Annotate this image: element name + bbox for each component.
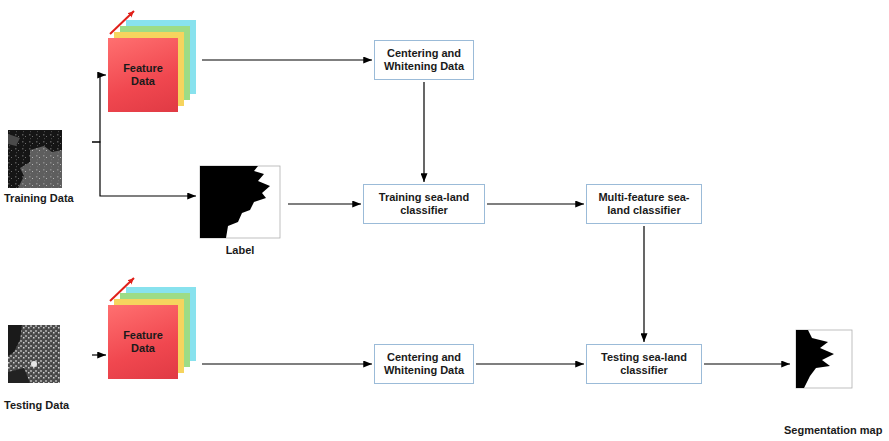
picture-space (4, 130, 88, 192)
stack-arrow (110, 278, 134, 301)
water-area (8, 368, 30, 383)
sar-ground (8, 130, 62, 188)
picture-space (198, 166, 282, 244)
flow-arrow (92, 75, 106, 142)
land-texture (18, 146, 62, 188)
image-caption: Testing Data (4, 399, 88, 412)
flow-arrow (92, 142, 196, 196)
image-caption: Label (198, 244, 282, 257)
box-label: Centering and Whitening Data (380, 351, 468, 377)
flow-arrow (92, 354, 106, 355)
image-node: Label (198, 166, 282, 257)
land-area (8, 134, 20, 146)
training-image (8, 130, 62, 188)
sea-mask (796, 330, 834, 388)
city-texture (8, 325, 60, 383)
label-image (200, 166, 280, 238)
picture-space (4, 325, 88, 399)
label-ground (200, 166, 280, 238)
box-label: Testing sea-land classifier (592, 351, 696, 377)
flow-arrow (423, 82, 424, 182)
flow-arrow (288, 203, 361, 204)
testing-image (8, 325, 60, 383)
sar-ground (8, 325, 60, 383)
stack-label: Feature Data (112, 62, 174, 88)
map-ground (796, 330, 852, 388)
flow-arrow (202, 363, 372, 364)
bright-spot (31, 361, 37, 367)
feature-stack: Feature Data (108, 38, 178, 112)
box-label: Training sea-land classifier (369, 191, 479, 217)
box-label: Multi-feature sea-land classifier (592, 191, 696, 217)
image-node: Segmentation map (784, 330, 884, 437)
flow-arrow (643, 226, 644, 342)
flow-arrow (476, 363, 584, 364)
flow-arrow (487, 203, 584, 204)
image-caption: Segmentation map (784, 424, 884, 437)
process-box: Training sea-land classifier (363, 184, 485, 224)
flow-arrow (704, 363, 790, 364)
flow-arrow (202, 59, 372, 60)
land-area (18, 146, 62, 188)
box-label: Centering and Whitening Data (380, 47, 468, 73)
stack-arrow (110, 11, 134, 34)
image-caption: Training Data (4, 192, 88, 205)
image-node: Testing Data (4, 325, 88, 412)
process-box: Centering and Whitening Data (374, 344, 474, 384)
feature-stack: Feature Data (108, 305, 178, 379)
process-box: Centering and Whitening Data (374, 40, 474, 80)
stack-label: Feature Data (112, 329, 174, 355)
picture-space (784, 330, 884, 424)
water-area (8, 325, 22, 356)
process-box: Testing sea-land classifier (586, 344, 702, 384)
sea-mask (200, 166, 270, 238)
process-box: Multi-feature sea-land classifier (586, 184, 702, 224)
sar-texture (8, 130, 62, 188)
image-node: Training Data (4, 130, 88, 205)
segmentation-image (796, 330, 852, 388)
